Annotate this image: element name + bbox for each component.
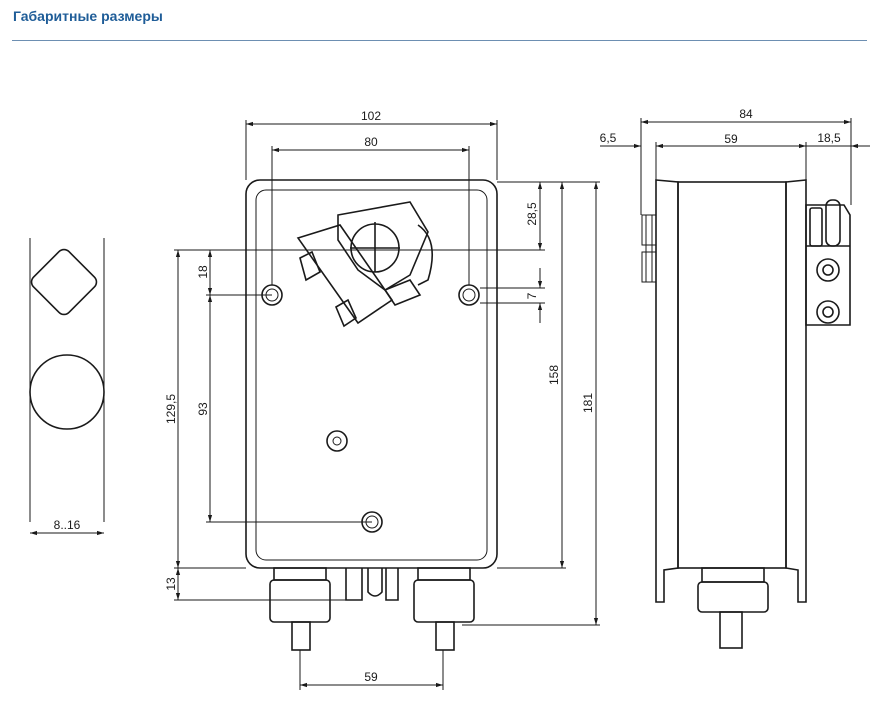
dim-hole-spacing-h: 80 (364, 135, 378, 149)
dim-height-181: 181 (581, 393, 595, 413)
dim-hole-offset-7: 7 (525, 292, 539, 299)
dim-depth-total: 84 (739, 107, 753, 121)
page-title: Габаритные размеры (13, 8, 163, 24)
side-clamp (805, 199, 851, 326)
shaft-section-view: 8..16 (29, 238, 105, 536)
title-divider (12, 40, 867, 41)
cable-gland-left (269, 567, 331, 651)
manual-release-button (326, 430, 348, 452)
dim-hole-to-bottom: 129,5 (164, 394, 178, 424)
dim-side-59: 59 (724, 132, 738, 146)
housing-inner-outline (255, 189, 488, 561)
dim-top-offset: 28,5 (525, 202, 539, 226)
front-view: 102 80 59 28,5 7 158 181 18 93 (164, 109, 600, 690)
dim-cable-spacing: 59 (364, 670, 378, 684)
dim-height-158: 158 (547, 365, 561, 385)
side-cable-gland (697, 567, 769, 649)
cable-gland-right (413, 567, 475, 651)
dim-hole-offset-18: 18 (196, 265, 210, 279)
dim-side-6-5: 6,5 (600, 131, 617, 145)
housing-outline (245, 179, 498, 569)
shaft-clamp (296, 201, 434, 328)
round-shaft-profile (29, 354, 105, 430)
side-view: 84 59 6,5 18,5 (600, 107, 870, 649)
square-shaft-profile (30, 248, 98, 316)
dim-cable-13: 13 (164, 577, 178, 591)
side-cover-plate (785, 179, 807, 603)
dim-hole-spacing-v: 93 (196, 402, 210, 416)
dim-width-total: 102 (361, 109, 381, 123)
dim-side-18-5: 18,5 (817, 131, 841, 145)
dim-shaft-range: 8..16 (54, 518, 81, 532)
side-housing (677, 181, 787, 569)
side-base-plate (655, 179, 679, 603)
